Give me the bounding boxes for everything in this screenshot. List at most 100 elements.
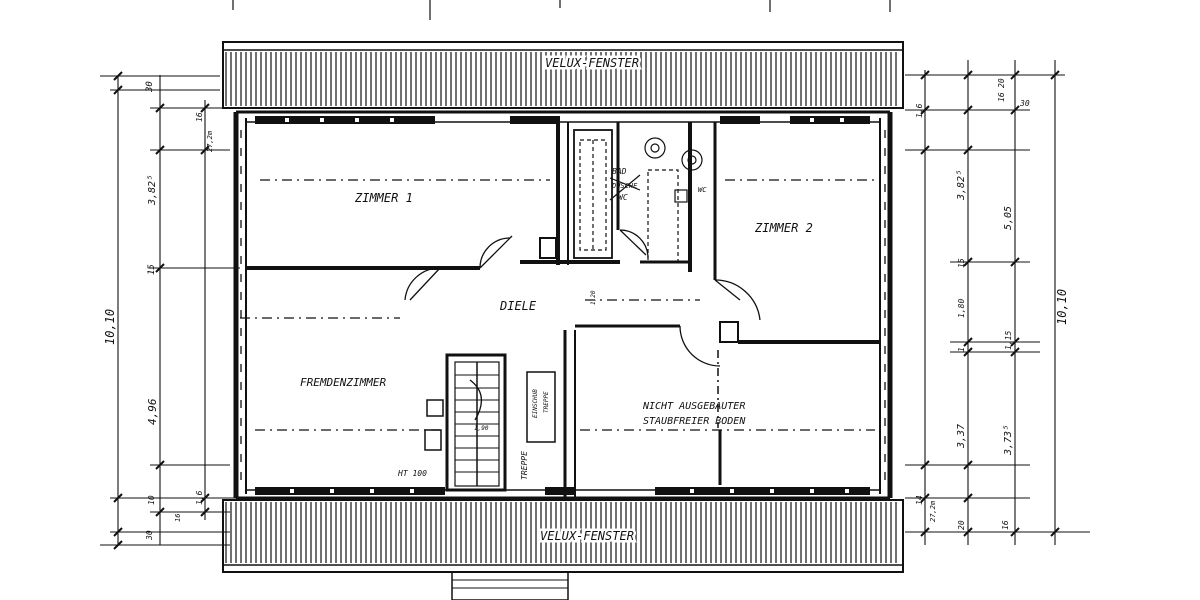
dim-right-30: 30: [1019, 99, 1030, 108]
left-dimension-texts: 30 16 27,2m 3,82⁵ 15 10,10 4,96 1,6 10 3…: [103, 81, 214, 541]
dim-left-382: 3,82⁵: [147, 175, 158, 206]
dimension-tick: [1010, 105, 1020, 115]
bottom-window-mullions: [290, 489, 849, 493]
top-roof-hatch: [222, 41, 904, 109]
dimension-tick: [963, 460, 973, 470]
label-stair-value: 1,90: [474, 425, 489, 432]
dimension-tick: [920, 70, 930, 80]
room-labels: ZIMMER 1 ZIMMER 2 BAD DUSCHE WC WC DIELE…: [300, 167, 813, 480]
dim-right-272: 27,2m: [929, 500, 937, 522]
label-wc-right: WC: [698, 186, 707, 194]
dimension-tick: [200, 103, 210, 113]
dimension-tick: [963, 347, 973, 357]
dimension-tick: [113, 527, 123, 537]
dim-right-115: 1,15: [1004, 331, 1013, 350]
dimension-tick: [1050, 527, 1060, 537]
dimension-tick: [920, 460, 930, 470]
label-bad: BAD: [612, 167, 627, 176]
label-hall-value: 1,20: [590, 290, 597, 305]
bottom-roof-hatch: [222, 499, 904, 600]
dimension-tick: [963, 337, 973, 347]
dim-right-16-bot: 16: [1001, 520, 1010, 530]
label-dusche: DUSCHE: [611, 182, 638, 190]
dim-left-27: 27,2m: [206, 130, 214, 152]
dimension-tick: [113, 71, 123, 81]
top-windows: [255, 116, 870, 124]
dim-right-382: 3,82⁵: [956, 170, 967, 201]
staircase: [455, 362, 499, 486]
dimension-tick: [963, 70, 973, 80]
dimension-tick: [155, 103, 165, 113]
label-zimmer-1: ZIMMER 1: [354, 191, 413, 205]
dimension-tick: [200, 507, 210, 517]
dimension-tick: [963, 145, 973, 155]
dimension-tick: [920, 527, 930, 537]
dimension-tick: [920, 145, 930, 155]
dimension-tick: [155, 263, 165, 273]
label-wc-bad: WC: [618, 193, 628, 202]
dim-left-30-top: 30: [145, 81, 155, 93]
label-zimmer-2: ZIMMER 2: [754, 221, 813, 235]
top-edge-stubs: [232, 0, 891, 20]
bathroom-fixtures: [573, 129, 703, 263]
dimension-tick: [1050, 70, 1060, 80]
dimension-tick: [113, 540, 123, 550]
label-diele: DIELE: [499, 299, 537, 313]
dimension-tick: [963, 527, 973, 537]
bottom-roof-label: VELUX-FENSTER: [540, 529, 634, 543]
left-dimension-lines: [100, 75, 240, 546]
dim-right-180: 1,80: [957, 299, 966, 318]
label-ht100: HT 100: [397, 469, 427, 478]
dim-right-337: 3,37: [956, 424, 967, 449]
dimension-tick: [155, 507, 165, 517]
dim-left-16-bot: 1,6: [195, 490, 204, 505]
dimension-tick: [200, 145, 210, 155]
dimension-tick: [200, 493, 210, 503]
centre-lines: [240, 179, 875, 431]
dim-left-496: 4,96: [146, 398, 159, 425]
dim-right-20-bot: 20: [957, 520, 966, 530]
dimension-tick: [155, 460, 165, 470]
label-einschub-1: EINSCHUB: [532, 389, 539, 418]
top-window-mullions: [285, 118, 844, 122]
dim-left-15: 15: [147, 264, 157, 275]
dim-right-15: 15: [957, 258, 966, 268]
dimension-tick: [920, 493, 930, 503]
dimension-tick: [1010, 337, 1020, 347]
dim-right-20-top: 20: [997, 78, 1006, 88]
label-treppe: TREPPE: [520, 451, 529, 480]
dimension-tick: [1010, 257, 1020, 267]
label-fremdenzimmer: FREMDENZIMMER: [300, 376, 386, 389]
dimension-tick: [155, 145, 165, 155]
dimension-tick: [963, 257, 973, 267]
dimension-tick: [1010, 527, 1020, 537]
label-attic-line2: STAUBFREIER BODEN: [643, 416, 746, 427]
dimension-tick: [963, 493, 973, 503]
dim-right-373: 3,73⁵: [1003, 425, 1014, 456]
dim-left-16b: 16: [174, 514, 182, 522]
dimension-tick: [963, 105, 973, 115]
dim-left-30-bot: 30: [145, 530, 154, 541]
dim-right-16-top: 16: [997, 92, 1006, 102]
bottom-windows: [255, 487, 870, 495]
interior-walls: [246, 122, 880, 498]
dim-right-1: 1: [957, 347, 966, 352]
dim-left-1010: 10,10: [103, 309, 117, 345]
dim-right-14: 14: [915, 495, 924, 505]
dimension-tick: [1010, 347, 1020, 357]
door-swings: [404, 229, 761, 367]
dimension-tick: [920, 105, 930, 115]
right-dimension-texts: 20 16 30 1,6 3,82⁵ 5,05 15 10,10 1,80 1 …: [915, 78, 1069, 530]
label-attic-line1: NICHT AUSGEBAUTER: [642, 401, 745, 412]
dimension-tick: [113, 493, 123, 503]
dimension-tick: [113, 85, 123, 95]
dim-right-16: 1,6: [915, 103, 924, 118]
dim-right-1010: 10,10: [1055, 289, 1069, 325]
dim-left-10: 10: [147, 495, 156, 505]
label-einschub-2: TREPPE: [543, 391, 550, 413]
dimension-tick: [1010, 70, 1020, 80]
dim-right-505: 5,05: [1003, 206, 1014, 230]
dim-left-16-top: 16: [195, 112, 204, 122]
outer-walls: [233, 110, 893, 500]
